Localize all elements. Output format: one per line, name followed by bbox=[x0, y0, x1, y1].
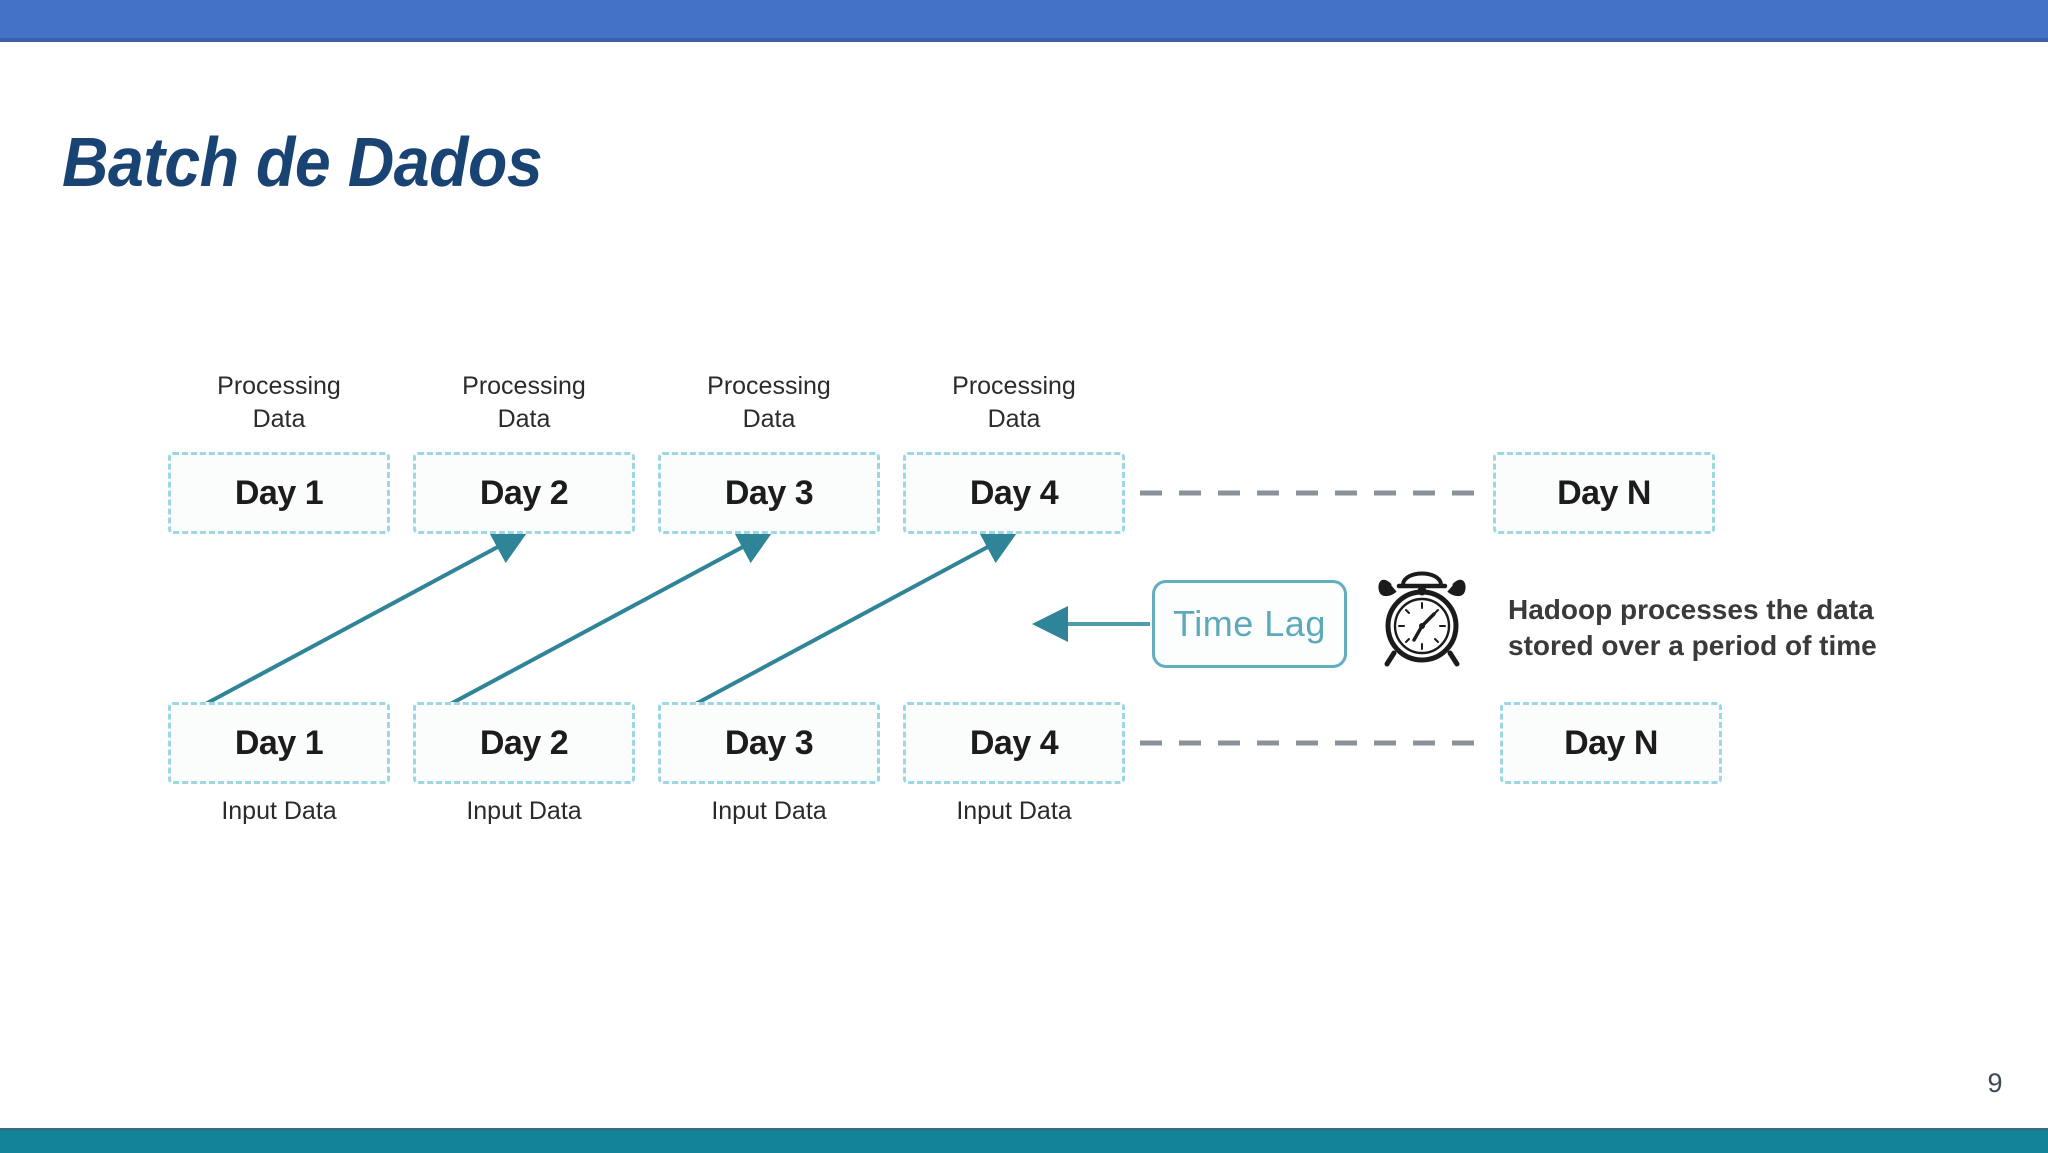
input-caption-1: Input Data bbox=[221, 797, 337, 825]
connector-day2-to-day3 bbox=[416, 530, 774, 724]
input-box-day-2[interactable]: Day 2 bbox=[413, 702, 635, 784]
input-box-day-3-label: Day 3 bbox=[724, 723, 814, 762]
bottom-accent-band bbox=[0, 1131, 2048, 1153]
processing-box-day-4[interactable]: Day 4 bbox=[903, 452, 1125, 534]
input-box-day-n-label: Day N bbox=[1564, 723, 1658, 762]
time-lag-label: Time Lag bbox=[1173, 603, 1326, 644]
processing-box-day-3-label: Day 3 bbox=[724, 473, 814, 512]
bottom-accent-rule bbox=[0, 1128, 2048, 1131]
processing-box-day-4-label: Day 4 bbox=[969, 473, 1059, 512]
input-caption-2: Input Data bbox=[466, 797, 582, 825]
page-title: Batch de Dados bbox=[62, 123, 543, 201]
input-box-day-4-label: Day 4 bbox=[969, 723, 1059, 762]
processing-caption-1: Processing Data bbox=[217, 372, 341, 433]
diagonal-connector-group bbox=[171, 530, 1019, 724]
connector-day1-to-day2 bbox=[171, 530, 529, 724]
processing-box-day-1[interactable]: Day 1 bbox=[168, 452, 390, 534]
processing-caption-4: Processing Data bbox=[952, 372, 1076, 433]
hadoop-note: Hadoop processes the data stored over a … bbox=[1508, 594, 1877, 661]
input-box-day-4[interactable]: Day 4 bbox=[903, 702, 1125, 784]
input-box-day-1[interactable]: Day 1 bbox=[168, 702, 390, 784]
alarm-clock-icon bbox=[1372, 560, 1472, 677]
processing-caption-2: Processing Data bbox=[462, 372, 586, 433]
page-number: 9 bbox=[1987, 1068, 2003, 1098]
input-caption-3: Input Data bbox=[711, 797, 827, 825]
connector-day3-to-day4 bbox=[661, 530, 1019, 724]
processing-box-day-n[interactable]: Day N bbox=[1493, 452, 1715, 534]
processing-box-day-3[interactable]: Day 3 bbox=[658, 452, 880, 534]
processing-caption-3: Processing Data bbox=[707, 372, 831, 433]
input-box-day-n[interactable]: Day N bbox=[1500, 702, 1722, 784]
input-caption-4: Input Data bbox=[956, 797, 1072, 825]
time-lag-box[interactable]: Time Lag bbox=[1152, 580, 1347, 668]
processing-box-day-2-label: Day 2 bbox=[479, 473, 569, 512]
top-accent-rule bbox=[0, 38, 2048, 42]
top-accent-band bbox=[0, 0, 2048, 38]
processing-box-day-2[interactable]: Day 2 bbox=[413, 452, 635, 534]
processing-box-day-1-label: Day 1 bbox=[234, 473, 324, 512]
input-box-day-1-label: Day 1 bbox=[234, 723, 324, 762]
input-box-day-2-label: Day 2 bbox=[479, 723, 569, 762]
input-box-day-3[interactable]: Day 3 bbox=[658, 702, 880, 784]
processing-box-day-n-label: Day N bbox=[1557, 473, 1651, 512]
